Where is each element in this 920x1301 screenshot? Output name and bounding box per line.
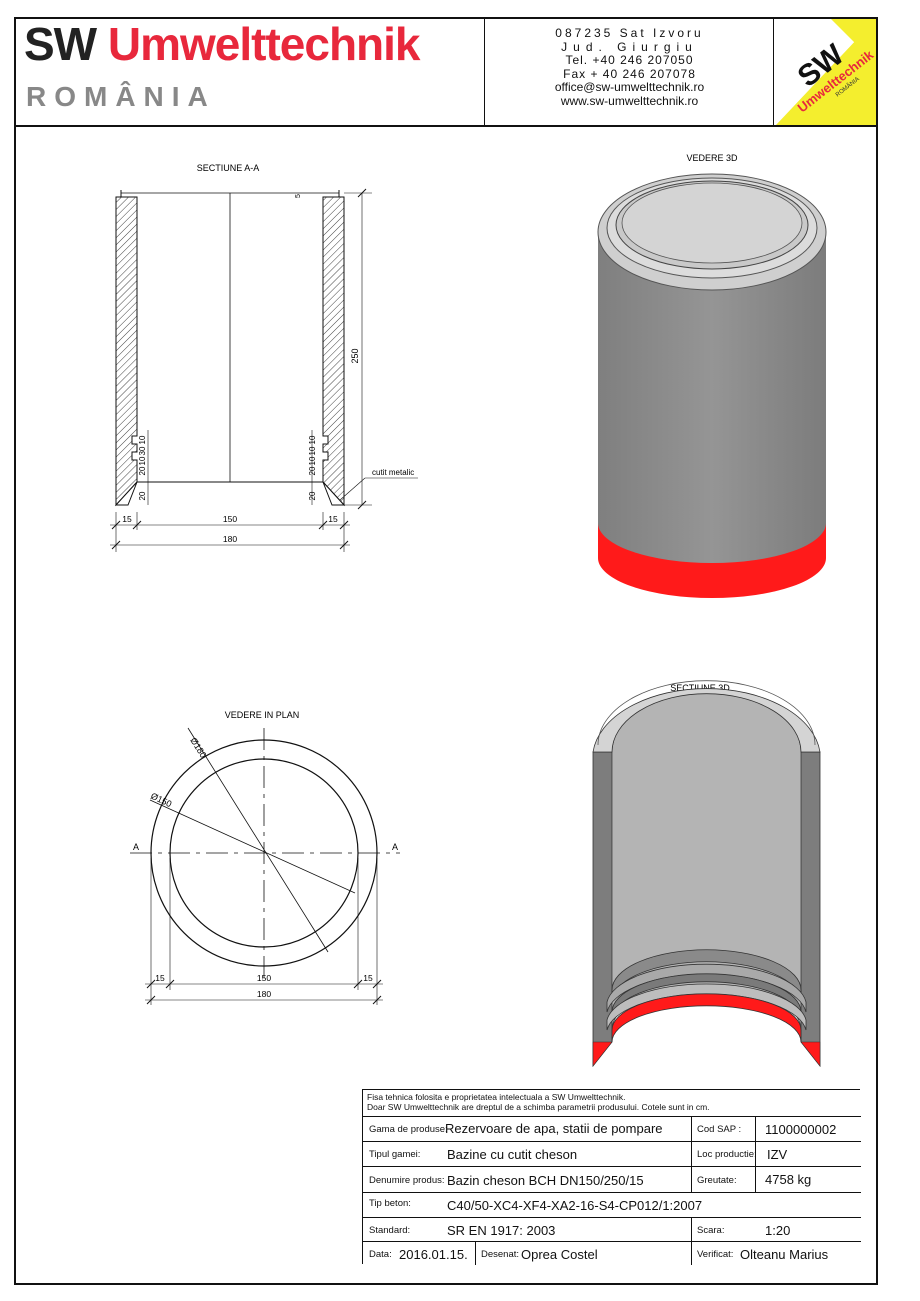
denumire-value: Bazin cheson BCH DN150/250/15: [447, 1173, 644, 1188]
company-logo: SW Umwelttechnik ROMÂNIA: [776, 19, 876, 125]
beton-value: C40/50-XC4-XF4-XA2-16-S4-CP012/1:2007: [447, 1198, 703, 1213]
section-a-a: SECTIUNE A-A 250 5 20 20 10 30 10 20 20 …: [110, 163, 418, 552]
denumire-label: Denumire produs:: [369, 1175, 445, 1186]
loc-value: IZV: [767, 1147, 788, 1162]
view-3d-title: VEDERE 3D: [686, 153, 738, 163]
dim-left-10b: 10: [138, 435, 147, 444]
note-line-1: Fisa tehnica folosita e proprietatea int…: [367, 1092, 626, 1102]
tip-gamei-value: Bazine cu cutit cheson: [447, 1147, 578, 1162]
section-3d-title: SECTIUNE 3D: [670, 683, 730, 693]
contact-website: www.sw-umwelttechnik.ro: [560, 93, 699, 108]
standard-value: SR EN 1917: 2003: [447, 1223, 556, 1238]
contact-email: office@sw-umwelttechnik.ro: [554, 80, 705, 94]
dim-left-10: 10: [138, 456, 147, 465]
contact-address: 087235 Sat Izvoru: [555, 26, 704, 40]
dim-inner: 150: [223, 514, 237, 524]
contact-county: Jud. Giurgiu: [561, 39, 698, 54]
greutate-value: 4758 kg: [765, 1172, 812, 1187]
dim-top: 5: [295, 194, 302, 198]
greutate-label: Greutate:: [697, 1175, 737, 1186]
plan-dim-wall-right: 15: [363, 973, 373, 983]
plan-dim-outer: 180: [257, 989, 271, 999]
dim-wall-left: 15: [122, 514, 132, 524]
contact-fax: Fax + 40 246 207078: [563, 66, 696, 81]
data-value: 2016.01.15.: [399, 1247, 468, 1262]
dim-left-30: 30: [138, 446, 147, 455]
dim-right-20b: 20: [308, 466, 317, 475]
brand-name: Umwelttechnik: [107, 18, 421, 70]
tip-gamei-label: Tipul gamei:: [369, 1149, 421, 1160]
callout-blade: cutit metalic: [372, 468, 414, 477]
dim-right-20: 20: [308, 491, 317, 500]
plan-dim-inner: 150: [257, 973, 271, 983]
section-title: SECTIUNE A-A: [197, 163, 260, 173]
beton-label: Tip beton:: [369, 1198, 411, 1209]
standard-label: Standard:: [369, 1225, 411, 1236]
plan-title: VEDERE IN PLAN: [225, 710, 300, 720]
dim-right-10b: 10: [308, 446, 317, 455]
dim-outer: 180: [223, 534, 237, 544]
desenat-value: Oprea Costel: [521, 1247, 598, 1262]
brand-logo-text: SW Umwelttechnik: [24, 17, 421, 71]
note-line-2: Doar SW Umwelttechnik are dreptul de a s…: [367, 1102, 710, 1112]
scara-value: 1:20: [765, 1223, 791, 1238]
dim-right-10c: 10: [308, 435, 317, 444]
title-block: Fisa tehnica folosita e proprietatea int…: [362, 1089, 861, 1265]
dim-height: 250: [350, 348, 360, 363]
plan-dim-wall-left: 15: [155, 973, 165, 983]
row-tip-gamei: Tipul gamei: Bazine cu cutit cheson Loc …: [363, 1141, 861, 1166]
brand-block: SW Umwelttechnik ROMÂNIA: [16, 17, 485, 125]
cod-label: Cod SAP :: [697, 1124, 742, 1135]
cod-value: 1100000002: [765, 1122, 837, 1137]
plan-d-outer: Ø180: [188, 736, 208, 760]
scara-label: Scara:: [697, 1225, 725, 1236]
brand-country: ROMÂNIA: [26, 81, 216, 112]
plan-mark-right: A: [392, 842, 398, 852]
data-label: Data:: [369, 1249, 392, 1260]
dim-left-20b: 20: [138, 466, 147, 475]
row-data: Data: 2016.01.15. Desenat: Oprea Costel …: [363, 1241, 861, 1265]
gama-label: Gama de produse:: [369, 1124, 448, 1135]
plan-mark-left: A: [133, 842, 139, 852]
brand-sw: SW: [24, 18, 97, 70]
view-3d: VEDERE 3D: [597, 153, 827, 598]
drawing-sheet: [14, 17, 878, 1285]
gama-value: Rezervoare de apa, statii de pompare: [445, 1121, 663, 1136]
plan-view: VEDERE IN PLAN Ø180 Ø150 A A 15 150 15 1…: [130, 710, 400, 1005]
row-denumire: Denumire produs: Bazin cheson BCH DN150/…: [363, 1166, 861, 1192]
row-standard: Standard: SR EN 1917: 2003 Scara: 1:20: [363, 1217, 861, 1241]
verificat-value: Olteanu Marius: [740, 1247, 829, 1262]
row-beton: Tip beton: C40/50-XC4-XF4-XA2-16-S4-CP01…: [363, 1192, 861, 1217]
dim-wall-right: 15: [328, 514, 338, 524]
dim-left-20: 20: [138, 491, 147, 500]
verificat-label: Verificat:: [697, 1249, 734, 1260]
title-note: Fisa tehnica folosita e proprietatea int…: [367, 1092, 710, 1112]
desenat-label: Desenat:: [481, 1249, 520, 1260]
dim-right-10: 10: [308, 456, 317, 465]
loc-label: Loc productie:: [697, 1149, 757, 1160]
header: SW Umwelttechnik ROMÂNIA 087235 Sat Izvo…: [16, 17, 876, 127]
contact-phone: Tel. +40 246 207050: [565, 53, 694, 67]
section-3d: SECTIUNE 3D: [592, 680, 821, 1068]
contact-block: 087235 Sat Izvoru Jud. Giurgiu Tel. +40 …: [486, 19, 774, 125]
row-gama: Gama de produse: Rezervoare de apa, stat…: [363, 1116, 861, 1141]
